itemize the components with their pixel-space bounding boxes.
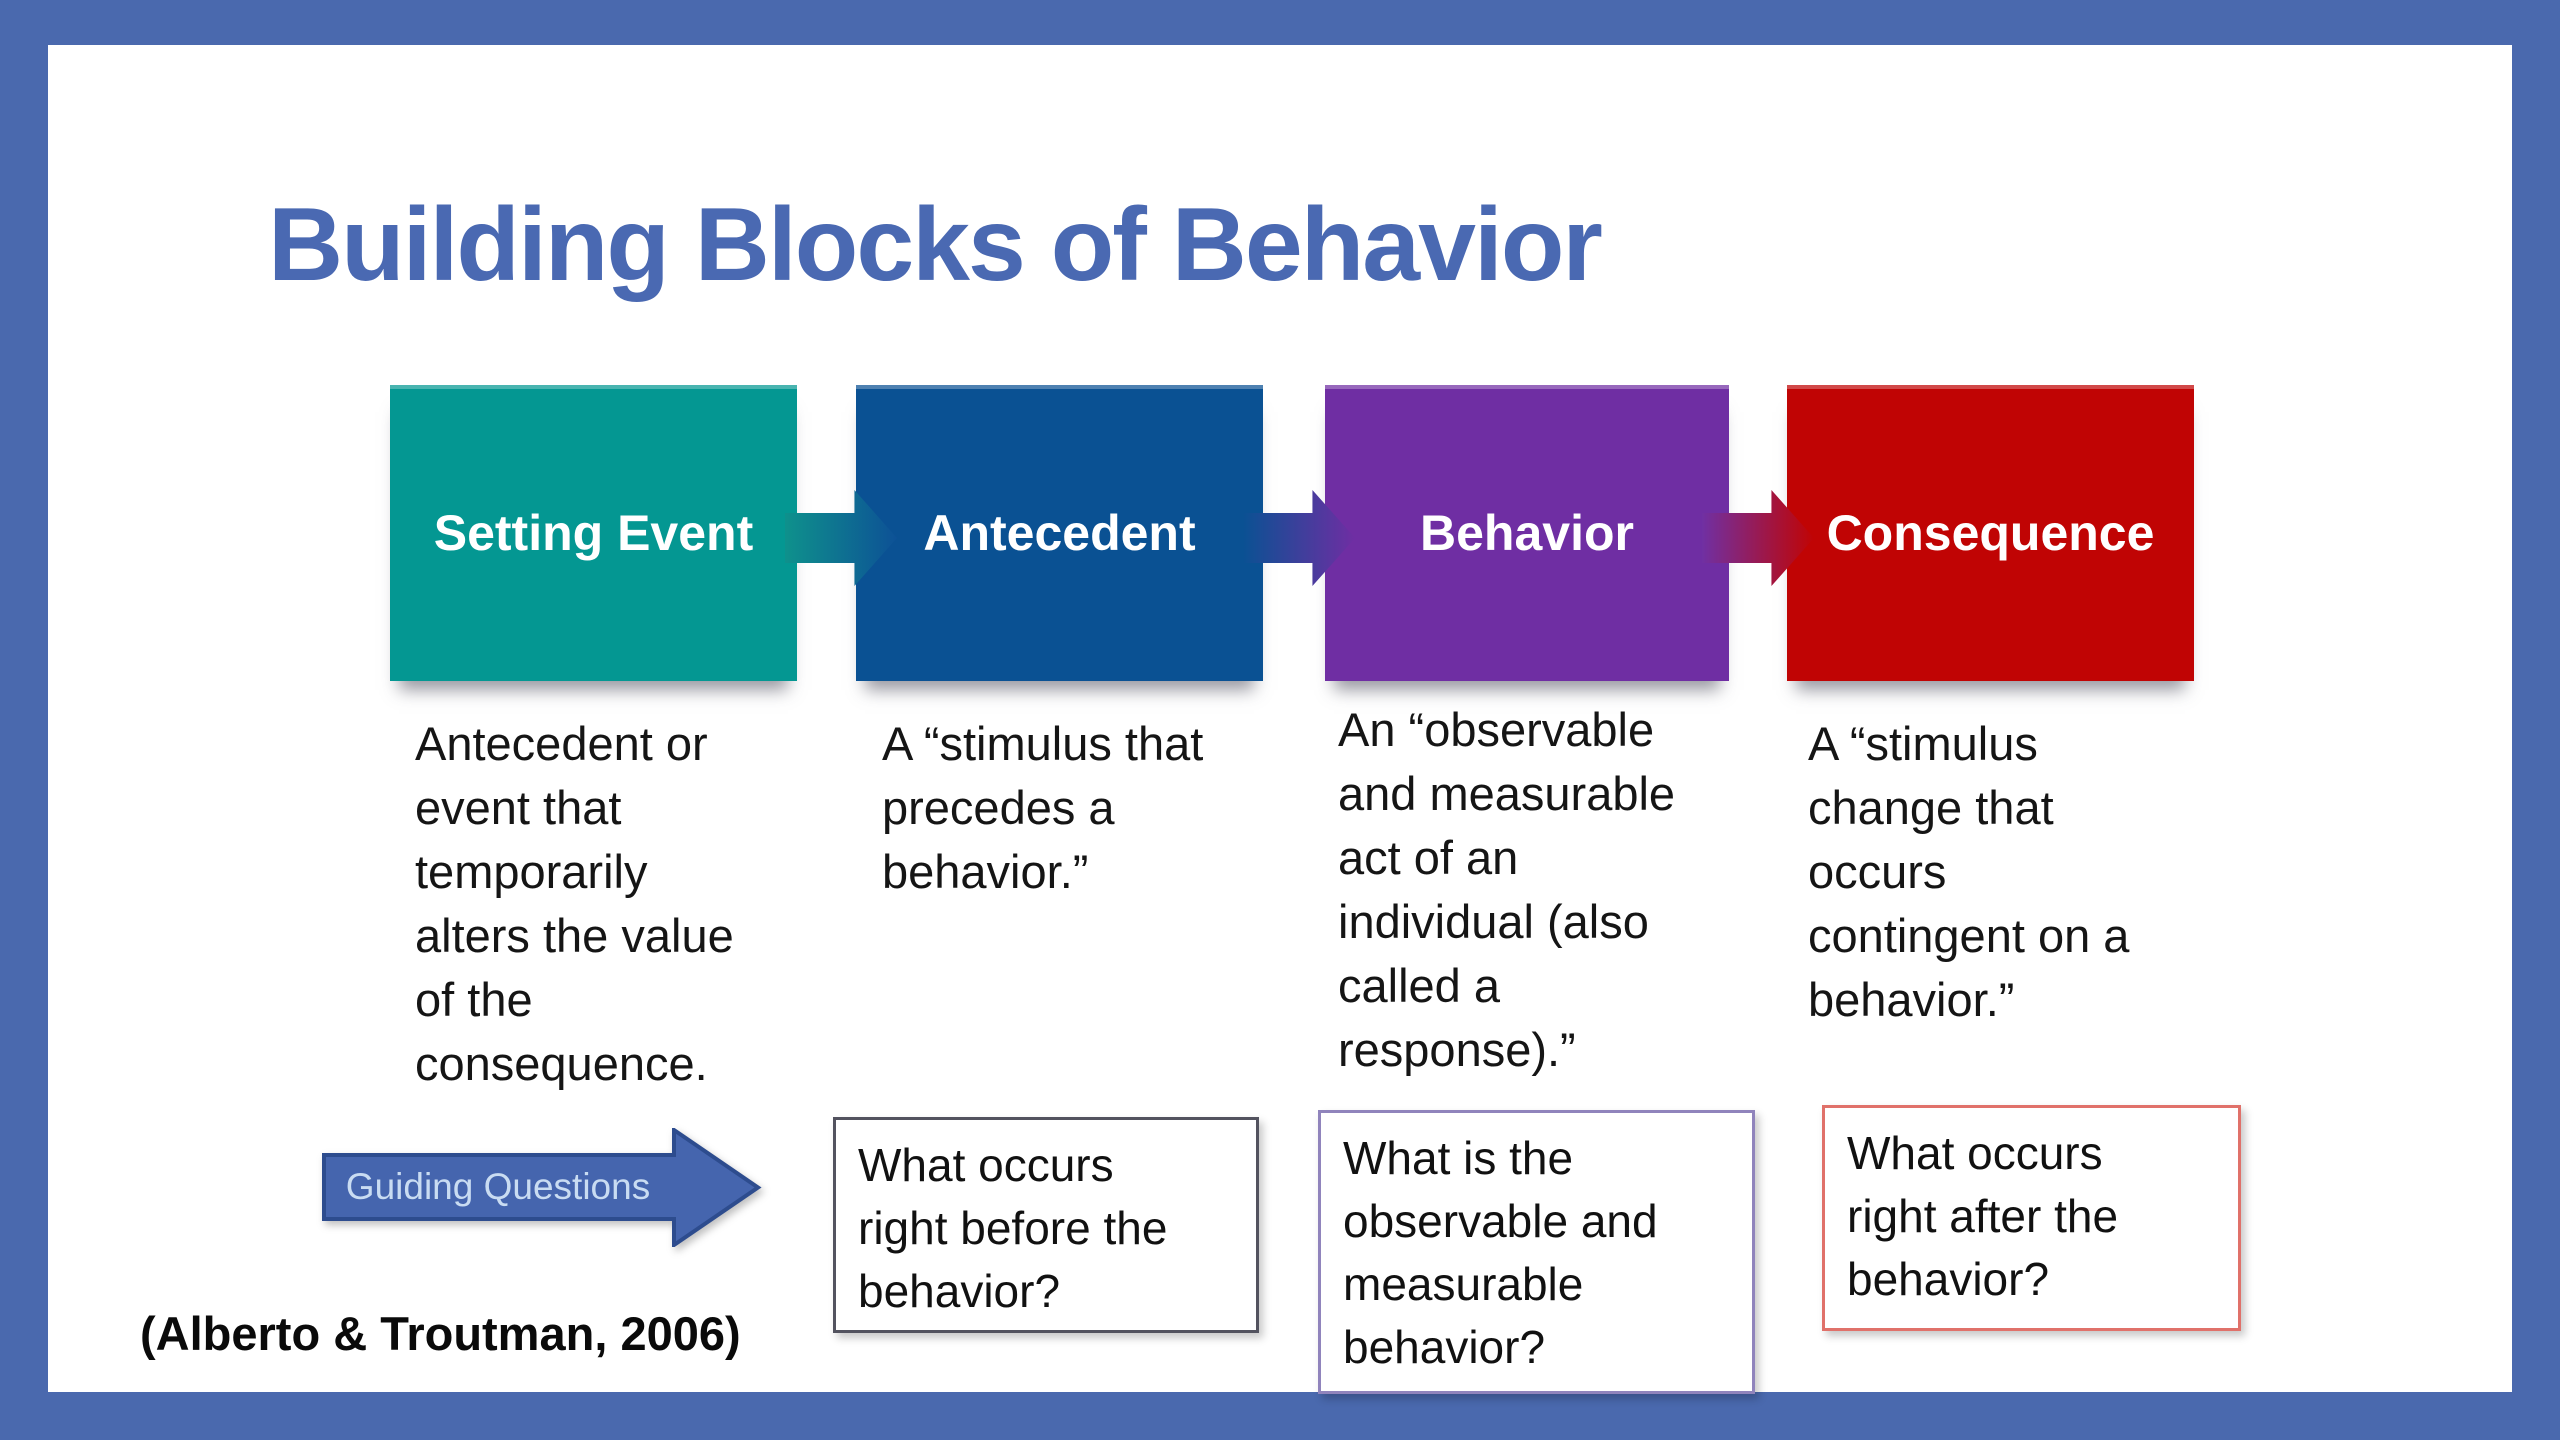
block-antecedent-label: Antecedent bbox=[923, 505, 1196, 561]
block-setting-event: Setting Event bbox=[390, 385, 797, 681]
block-antecedent: Antecedent bbox=[856, 385, 1263, 681]
block-setting-event-label: Setting Event bbox=[433, 505, 754, 561]
question-consequence-text: What occurs right after the behavior? bbox=[1847, 1127, 2119, 1305]
guiding-questions-arrow: Guiding Questions bbox=[322, 1128, 762, 1247]
question-behavior-text: What is the observable and measurable be… bbox=[1343, 1132, 1658, 1373]
description-antecedent: A “stimulus that precedes a behavior.” bbox=[882, 717, 1204, 898]
page-title: Building Blocks of Behavior bbox=[268, 187, 1603, 303]
question-antecedent-text: What occurs right before the behavior? bbox=[858, 1139, 1168, 1317]
description-behavior: An “observable and measurable act of an … bbox=[1338, 703, 1676, 1076]
block-behavior: Behavior bbox=[1325, 385, 1729, 681]
block-consequence-label: Consequence bbox=[1826, 505, 2155, 561]
arrow-right-icon bbox=[322, 1128, 762, 1247]
description-consequence: A “stimulus change that occurs contingen… bbox=[1808, 717, 2130, 1026]
question-box-antecedent: What occurs right before the behavior? bbox=[833, 1117, 1259, 1333]
block-behavior-label: Behavior bbox=[1420, 505, 1634, 561]
description-setting-event: Antecedent or event that temporarily alt… bbox=[415, 717, 734, 1090]
question-box-consequence: What occurs right after the behavior? bbox=[1822, 1105, 2241, 1331]
guiding-questions-label: Guiding Questions bbox=[345, 1166, 651, 1207]
citation: (Alberto & Troutman, 2006) bbox=[140, 1307, 741, 1360]
block-consequence: Consequence bbox=[1787, 385, 2194, 681]
question-box-behavior: What is the observable and measurable be… bbox=[1318, 1110, 1755, 1394]
